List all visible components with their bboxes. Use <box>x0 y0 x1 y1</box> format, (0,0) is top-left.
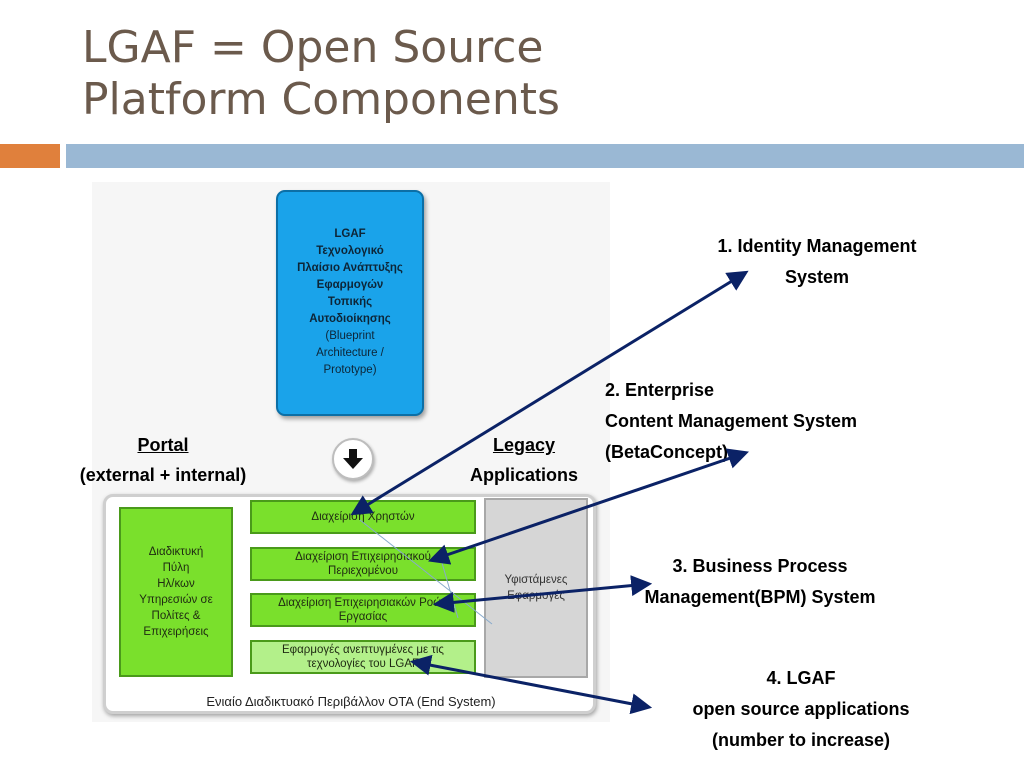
callout-line: 4. LGAF <box>766 668 836 688</box>
portal-label-sub: (external + internal) <box>79 465 247 485</box>
portal-box-line: Πολίτες & <box>151 610 201 622</box>
lgaf-card-line: Αυτοδιοίκησης <box>309 313 391 325</box>
slide-title: LGAF = Open Source Platform Components <box>82 22 560 126</box>
portal-box-line: Πύλη <box>162 562 190 574</box>
legacy-label-title: Legacy <box>492 435 556 455</box>
accent-bar-blue <box>66 144 1024 168</box>
legacy-applications-box: Υφιστάμενες Εφαρμογές <box>484 498 588 678</box>
component-line: Διαχείριση Χρηστών <box>311 511 415 523</box>
portal-box-line: Υπηρεσιών σε <box>139 594 213 606</box>
lgaf-card-line: Πλαίσιο Ανάπτυξης <box>297 262 403 274</box>
down-arrow-button <box>332 438 374 480</box>
legacy-label: Legacy Applications <box>456 430 592 490</box>
portal-box-line: Διαδικτυκή <box>148 546 204 558</box>
lgaf-card-line: Architecture / <box>316 347 384 359</box>
portal-box-line: Ηλ/κων <box>157 578 195 590</box>
component-user-management: Διαχείριση Χρηστών <box>250 500 476 534</box>
lgaf-card-line: Τοπικής <box>327 296 373 308</box>
slide-title-line2: Platform Components <box>82 74 560 125</box>
component-workflow-management: Διαχείριση Επιχειρησιακών Ροών Εργασίας <box>250 593 476 627</box>
portal-box-line: Επιχειρήσεις <box>143 626 209 638</box>
callout-line: (number to increase) <box>711 730 891 750</box>
component-line: Διαχείριση Επιχειρησιακών Ροών <box>278 597 448 609</box>
callout-line: open source applications <box>692 699 910 719</box>
end-system-caption: Ενιαίο Διαδικτυακό Περιβάλλον ΟΤΑ (End S… <box>206 694 496 709</box>
component-line: Διαχείριση Επιχειρησιακού <box>295 551 431 563</box>
lgaf-blueprint-card: LGAF Τεχνολογικό Πλαίσιο Ανάπτυξης Εφαρμ… <box>276 190 424 416</box>
callout-line: Management(BPM) System <box>644 587 876 607</box>
accent-bar-orange <box>0 144 60 168</box>
callout-line: 3. Business Process <box>672 556 848 576</box>
lgaf-card-line: Prototype) <box>323 364 377 376</box>
portal-box: Διαδικτυκή Πύλη Ηλ/κων Υπηρεσιών σε Πολί… <box>119 507 233 677</box>
lgaf-card-line: Τεχνολογικό <box>316 245 384 257</box>
lgaf-card-line: LGAF <box>334 228 366 240</box>
callout-line: Content Management System <box>605 411 858 431</box>
down-arrow-icon <box>343 449 363 469</box>
callout-content-management: 2. Enterprise Content Management System … <box>605 375 935 468</box>
callout-line: System <box>784 267 850 287</box>
callout-bpm-system: 3. Business Process Management(BPM) Syst… <box>610 551 910 613</box>
legacy-label-sub: Applications <box>469 465 578 485</box>
portal-label: Portal (external + internal) <box>52 430 274 490</box>
component-content-management: Διαχείριση Επιχειρησιακού Περιεχομένου <box>250 547 476 581</box>
callout-line: (BetaConcept) <box>605 442 729 462</box>
component-lgaf-applications: Εφαρμογές ανεπτυγμένες με τις τεχνολογίε… <box>250 640 476 674</box>
legacy-box-line: Εφαρμογές <box>507 590 565 602</box>
legacy-box-line: Υφιστάμενες <box>504 574 568 586</box>
component-line: τεχνολογίες του LGAF <box>306 658 420 670</box>
component-line: Εφαρμογές ανεπτυγμένες με τις <box>282 644 444 656</box>
callout-identity-management: 1. Identity Management System <box>672 231 962 293</box>
component-line: Εργασίας <box>338 611 388 623</box>
slide-title-line1: LGAF = Open Source <box>82 22 544 73</box>
callout-line: 2. Enterprise <box>605 380 715 400</box>
component-line: Περιεχομένου <box>328 565 398 577</box>
lgaf-card-line: (Blueprint <box>325 330 375 342</box>
portal-label-title: Portal <box>137 435 189 455</box>
callout-line: 1. Identity Management <box>717 236 917 256</box>
callout-lgaf-applications: 4. LGAF open source applications (number… <box>656 663 946 756</box>
lgaf-card-line: Εφαρμογών <box>316 279 384 291</box>
